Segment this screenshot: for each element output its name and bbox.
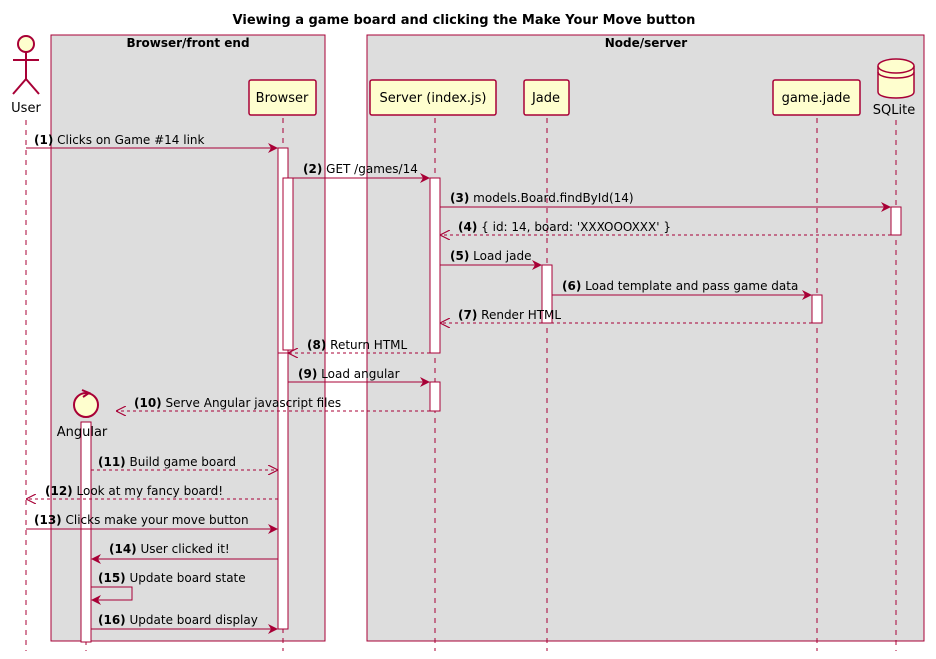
message-8: (8) Return HTML <box>289 338 430 353</box>
svg-text:(12) Look at my fancy board!: (12) Look at my fancy board! <box>45 484 223 498</box>
message-text: Return HTML <box>330 338 407 352</box>
activation-sqlite <box>890 206 902 236</box>
message-number: (15) <box>98 571 126 585</box>
message-number: (10) <box>134 396 162 410</box>
participant-label-angular: Angular <box>57 425 108 440</box>
participant-label-browser: Browser <box>256 91 309 106</box>
message-number: (11) <box>98 455 126 469</box>
svg-text:(5) Load jade: (5) Load jade <box>450 249 531 263</box>
participant-label-gamejade: game.jade <box>782 91 851 106</box>
activation-browser-2 <box>282 177 294 351</box>
activation-server-2 <box>429 381 441 412</box>
participant-user: User <box>11 35 41 116</box>
participant-gamejade: game.jade <box>772 79 861 116</box>
user-actor-icon <box>12 35 40 95</box>
message-text: Load template and pass game data <box>585 279 798 293</box>
svg-text:(13) Clicks make your move but: (13) Clicks make your move button <box>34 513 249 527</box>
message-text: User clicked it! <box>141 542 230 556</box>
message-11: (11) Build game board <box>91 455 277 470</box>
participant-label-sqlite: SQLite <box>873 103 915 118</box>
activation-angular <box>80 421 92 643</box>
participant-jade: Jade <box>523 79 570 116</box>
message-10: (10) Serve Angular javascript files <box>117 396 430 411</box>
database-icon <box>877 58 915 99</box>
message-text: Load jade <box>473 249 531 263</box>
svg-text:(9) Load angular: (9) Load angular <box>298 367 400 381</box>
participant-angular: Angular <box>57 389 108 440</box>
message-2: (2) GET /games/14 <box>293 162 430 183</box>
message-14: (14) User clicked it! <box>91 542 278 564</box>
svg-text:(8) Return HTML: (8) Return HTML <box>307 338 407 352</box>
svg-text:(14) User clicked it!: (14) User clicked it! <box>109 542 230 556</box>
svg-text:(1) Clicks on Game #14 link: (1) Clicks on Game #14 link <box>34 133 205 147</box>
box-title-server: Node/server <box>605 36 688 50</box>
message-number: (13) <box>34 513 62 527</box>
message-13: (13) Clicks make your move button <box>26 513 278 534</box>
message-3: (3) models.Board.findById(14) <box>440 191 891 212</box>
message-number: (8) <box>307 338 326 352</box>
message-4: (4) { id: 14, board: 'XXXOOOXXX' } <box>441 220 891 235</box>
activation-gamejade <box>811 294 823 324</box>
message-text: Update board display <box>130 613 258 627</box>
message-number: (4) <box>458 220 477 234</box>
svg-text:(7) Render HTML: (7) Render HTML <box>458 308 561 322</box>
message-number: (7) <box>458 308 477 322</box>
message-number: (12) <box>45 484 73 498</box>
box-title-browser: Browser/front end <box>126 36 249 50</box>
activation-server-1 <box>429 177 441 354</box>
message-number: (16) <box>98 613 126 627</box>
message-number: (2) <box>303 162 322 176</box>
message-text: Look at my fancy board! <box>77 484 224 498</box>
message-number: (14) <box>109 542 137 556</box>
message-5: (5) Load jade <box>440 249 542 270</box>
message-text: Clicks make your move button <box>66 513 249 527</box>
message-16: (16) Update board display <box>91 613 278 634</box>
svg-text:(10) Serve Angular javascript: (10) Serve Angular javascript files <box>134 396 341 410</box>
message-text: Build game board <box>130 455 236 469</box>
message-text: Serve Angular javascript files <box>166 396 342 410</box>
message-text: GET /games/14 <box>326 162 418 176</box>
message-number: (1) <box>34 133 53 147</box>
svg-text:(11) Build game board: (11) Build game board <box>98 455 236 469</box>
svg-text:(4) { id: 14, board: 'XXXOOOXX: (4) { id: 14, board: 'XXXOOOXXX' } <box>458 220 671 234</box>
message-text: Update board state <box>130 571 246 585</box>
participant-label-server: Server (index.js) <box>380 91 487 106</box>
control-icon <box>73 389 99 418</box>
message-text: models.Board.findById(14) <box>473 191 633 205</box>
message-text: { id: 14, board: 'XXXOOOXXX' } <box>481 220 671 234</box>
message-number: (3) <box>450 191 469 205</box>
message-7: (7) Render HTML <box>441 308 812 323</box>
box-node-server: Node/server <box>366 34 925 642</box>
svg-text:(6) Load template and pass gam: (6) Load template and pass game data <box>562 279 798 293</box>
message-number: (9) <box>298 367 317 381</box>
message-number: (5) <box>450 249 469 263</box>
message-6: (6) Load template and pass game data <box>552 279 812 300</box>
message-text: Render HTML <box>481 308 561 322</box>
message-1: (1) Clicks on Game #14 link <box>26 133 278 153</box>
participant-sqlite: SQLite <box>873 58 915 118</box>
svg-text:(3) models.Board.findById(14): (3) models.Board.findById(14) <box>450 191 634 205</box>
message-9: (9) Load angular <box>288 367 430 387</box>
activation-browser-3 <box>277 352 289 630</box>
participant-server: Server (index.js) <box>369 79 497 116</box>
svg-text:(2) GET /games/14: (2) GET /games/14 <box>303 162 418 176</box>
message-text: Load angular <box>321 367 399 381</box>
participant-browser: Browser <box>248 79 317 116</box>
message-text: Clicks on Game #14 link <box>57 133 204 147</box>
diagram-title: Viewing a game board and clicking the Ma… <box>233 13 696 28</box>
participant-label-jade: Jade <box>531 91 560 106</box>
message-number: (6) <box>562 279 581 293</box>
svg-text:(16) Update board display: (16) Update board display <box>98 613 258 627</box>
svg-text:(15) Update board state: (15) Update board state <box>98 571 246 585</box>
message-12: (12) Look at my fancy board! <box>27 484 278 499</box>
participant-label-user: User <box>11 101 41 116</box>
message-15: (15) Update board state <box>91 571 246 605</box>
